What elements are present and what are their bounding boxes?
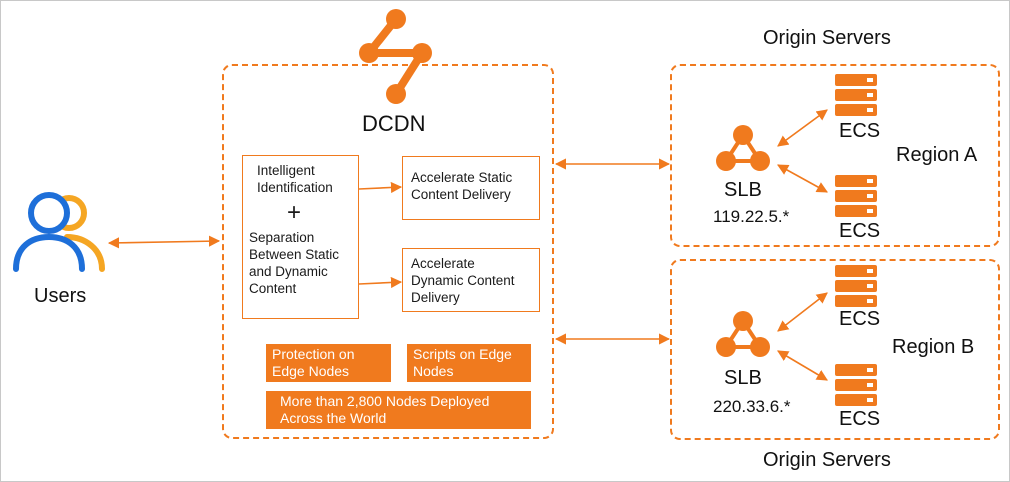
static-delivery-box: Accelerate Static Content Delivery <box>402 156 540 220</box>
server-icon <box>835 175 877 217</box>
slb-ip: 119.22.5.* <box>713 207 790 226</box>
nodes-tag: More than 2,800 Nodes Deployed Across th… <box>266 391 531 429</box>
slb-ip: 220.33.6.* <box>713 397 791 416</box>
server-icon <box>835 364 877 406</box>
slb-icon <box>716 311 770 357</box>
origin-servers-title-bottom: Origin Servers <box>763 449 891 471</box>
server-icon <box>835 265 877 307</box>
ecs-label: ECS <box>839 408 881 430</box>
slb-label: SLB <box>724 179 762 201</box>
server-icon <box>835 74 877 116</box>
users-label: Users <box>34 285 87 307</box>
separation-text: Separation Between Static and Dynamic Co… <box>249 230 340 296</box>
origin-servers-title-top: Origin Servers <box>763 27 891 49</box>
dcdn-container <box>222 64 554 439</box>
identification-box: Intelligent Identification + Separation … <box>242 155 359 319</box>
dcdn-label: DCDN <box>362 111 426 136</box>
region-b-container <box>670 259 1000 440</box>
ecs-label: ECS <box>839 308 881 330</box>
users-icon <box>13 192 105 272</box>
ecs-label: ECS <box>839 220 881 242</box>
slb-icon <box>716 125 770 171</box>
users-dcdn-arrow <box>107 235 221 249</box>
region-a-container <box>670 64 1000 247</box>
identification-text: Intelligent Identification <box>257 163 333 195</box>
scripts-tag: Scripts on Edge Nodes <box>407 344 531 382</box>
dcdn-logo-icon <box>359 9 432 104</box>
slb-label: SLB <box>724 367 762 389</box>
region-b-label: Region B <box>892 336 975 358</box>
dynamic-delivery-box: Accelerate Dynamic Content Delivery <box>402 248 540 312</box>
plus-sign: + <box>287 199 302 226</box>
protection-tag: Protection on Edge Nodes <box>266 344 391 382</box>
ecs-label: ECS <box>839 120 881 142</box>
region-a-label: Region A <box>896 144 978 166</box>
